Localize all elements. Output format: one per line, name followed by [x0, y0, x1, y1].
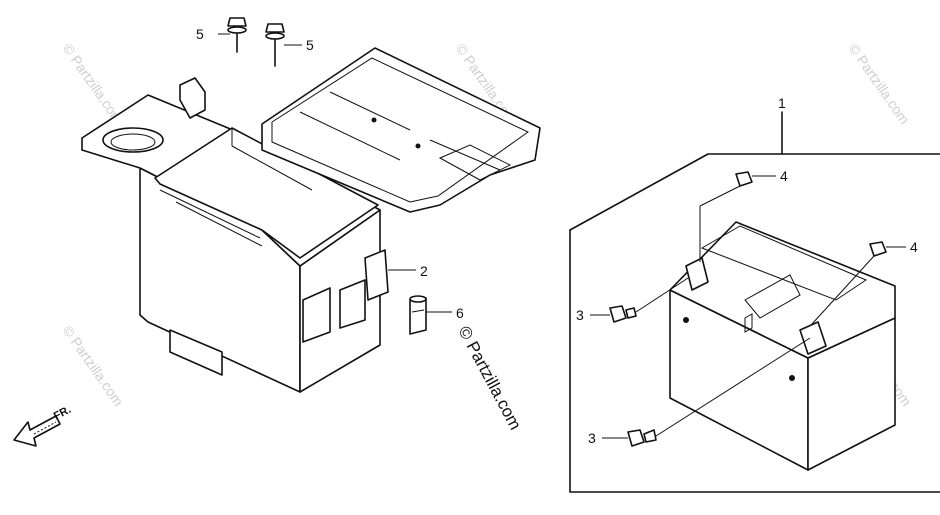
battery-top-face	[669, 221, 896, 359]
callout-4-right: 4	[910, 239, 918, 255]
bolt-left	[227, 17, 247, 53]
battery-cover-inner-edge	[271, 57, 529, 203]
nut-top	[699, 171, 753, 262]
arrow-icon	[13, 415, 61, 447]
watermark-top-right: © Partzilla.com	[846, 41, 913, 127]
callout-3-lower: 3	[588, 430, 596, 446]
watermark-top-left: © Partzilla.com	[60, 41, 127, 127]
callout-2: 2	[420, 263, 428, 279]
battery-frame-side	[569, 229, 940, 493]
front-direction-arrow: FR.	[13, 404, 73, 447]
battery-mark-a	[683, 317, 689, 323]
battery-terminal-left	[685, 257, 709, 291]
battery-box-bottom-tab	[169, 329, 223, 376]
battery-frame-top	[569, 153, 940, 231]
callout-5-left: 5	[196, 26, 204, 42]
battery-cover-raised-panel	[438, 144, 512, 181]
battery-frame	[569, 111, 940, 493]
battery-cover	[261, 47, 541, 213]
battery-box-inner-lines	[159, 128, 313, 247]
callout-3-upper: 3	[576, 307, 584, 323]
battery-indicator	[744, 313, 753, 333]
arrow-hatch	[33, 421, 57, 435]
battery-box-tab-front	[302, 287, 331, 343]
battery-box-clip	[364, 249, 389, 301]
battery-mark-b	[789, 375, 795, 381]
battery-top-recess	[744, 274, 801, 319]
battery-box-top-tab	[179, 77, 206, 119]
callout-5-right: 5	[306, 37, 314, 53]
watermark-bottom-left: © Partzilla.com	[60, 323, 127, 409]
screw-upper	[609, 277, 689, 323]
battery-cover-hole-b	[415, 143, 421, 149]
battery-vent-strip	[700, 225, 868, 301]
bolt-right	[265, 23, 285, 67]
battery-box-cup-inner	[110, 133, 156, 151]
battery-terminal-right	[799, 321, 827, 355]
nut-right	[811, 241, 887, 325]
callout-1: 1	[778, 95, 786, 111]
front-label: FR.	[52, 404, 73, 423]
battery-box	[81, 77, 389, 393]
callout-4-upper: 4	[780, 168, 788, 184]
fuse	[409, 295, 427, 335]
callout-6: 6	[456, 305, 464, 321]
watermark-main: © Partzilla.com	[454, 323, 525, 433]
battery	[669, 221, 896, 471]
battery-cover-ribs	[299, 91, 501, 171]
battery-cover-hole-a	[371, 117, 377, 123]
screw-lower	[627, 337, 811, 447]
battery-box-tab-side	[339, 279, 366, 329]
battery-box-cup-outer	[102, 127, 164, 153]
